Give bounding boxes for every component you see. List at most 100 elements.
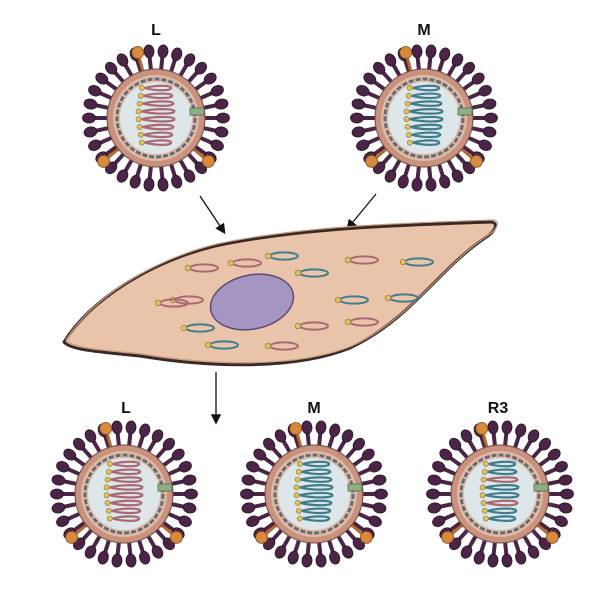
spike-stalk (468, 125, 487, 133)
spike-head (527, 429, 540, 443)
spike-stalk (168, 161, 178, 179)
spike-stalk (512, 537, 522, 555)
virus-label-progeny-l: L (121, 400, 131, 417)
cell-genome-segment (334, 295, 369, 305)
spike-stalk (168, 501, 187, 509)
spike-head (139, 550, 151, 565)
spike-head (182, 502, 197, 514)
virus-layer (50, 44, 574, 568)
spike-stalk (102, 433, 112, 451)
spike-stalk (415, 163, 421, 182)
spike-head (484, 112, 498, 124)
na-head (65, 530, 79, 544)
spike-head (460, 429, 473, 443)
spike-stalk (103, 79, 120, 92)
spike-head (351, 98, 366, 110)
genome-segment (488, 460, 517, 468)
spike-head (341, 545, 354, 559)
spike-stalk (159, 163, 165, 182)
spike-stalk (103, 144, 120, 157)
spike-head (411, 177, 423, 192)
spike-head (449, 437, 462, 451)
spike-head (116, 169, 129, 183)
spike-head (241, 474, 256, 486)
spike-head (363, 72, 377, 85)
genome-segment (110, 476, 143, 483)
na-head (255, 530, 269, 544)
genome-segment (486, 476, 519, 483)
spike-head (56, 461, 70, 473)
polymerase-complex (136, 100, 143, 107)
spike-head (372, 474, 387, 486)
spike-head (432, 461, 446, 473)
spike-head (356, 139, 370, 151)
spike-stalk (336, 533, 347, 550)
matrix-layer (273, 453, 355, 535)
polymerase-complex (136, 124, 143, 130)
spike-head (88, 139, 102, 151)
spike-stalk (437, 479, 456, 487)
spike-stalk (437, 501, 456, 509)
polymerase-complex (103, 492, 110, 499)
spike-head (439, 47, 451, 62)
cell-genome-segment (264, 251, 299, 261)
spike-head (194, 61, 207, 75)
spike-stalk (361, 125, 380, 133)
virion-progeny-l (50, 420, 198, 568)
spike-head (83, 98, 98, 110)
genome-segment (142, 123, 175, 131)
genome-segment (411, 131, 442, 139)
cell-genome-segment (344, 317, 379, 327)
spike-head (373, 61, 386, 75)
spike-stalk (65, 511, 83, 522)
spike-stalk (541, 511, 559, 522)
spike-stalk (261, 455, 278, 468)
spike-head (241, 502, 256, 514)
spike-head (501, 420, 513, 435)
spike-stalk (61, 479, 80, 487)
spike-stalk (186, 151, 200, 167)
spike-head (63, 448, 77, 461)
spike-head (538, 437, 551, 451)
spike-head (51, 502, 66, 514)
na-head (359, 530, 373, 544)
spike-stalk (365, 135, 383, 146)
spike-stalk (112, 151, 126, 167)
spike-head (301, 420, 313, 435)
spike-head (274, 429, 287, 443)
spike-stalk (165, 511, 183, 522)
spike-stalk (544, 501, 563, 509)
spike-head (143, 44, 155, 59)
polymerase-complex (405, 131, 412, 138)
spike-head (425, 44, 437, 59)
polymerase-complex (294, 269, 302, 277)
na-head (131, 46, 145, 59)
genome-segment (300, 476, 333, 483)
spike-stalk (478, 537, 488, 555)
polymerase-complex (296, 461, 303, 467)
virion-progeny-r3 (426, 420, 574, 568)
spike-head (95, 72, 109, 85)
spike-stalk (460, 144, 477, 157)
cell-genome-segment (180, 323, 215, 333)
cell-genome-segment (399, 257, 434, 267)
spike-stalk (503, 539, 509, 558)
spike-head (143, 177, 155, 192)
spike-head (97, 550, 109, 565)
spike-stalk (178, 157, 189, 174)
spike-stalk (544, 479, 563, 487)
genome-segment (410, 100, 443, 107)
cell-genome-segment (204, 340, 239, 350)
na-head (289, 422, 303, 435)
spike-head (554, 515, 568, 527)
genome-segment (141, 115, 176, 123)
spike-head (439, 448, 453, 461)
spike-stalk (112, 69, 126, 85)
spike-stalk (123, 157, 134, 174)
spike-stalk (427, 163, 433, 182)
genome-segment (302, 515, 331, 522)
genome-segment (409, 108, 444, 115)
spike-stalk (402, 161, 412, 179)
spike-head (427, 502, 442, 514)
polymerase-complex (384, 294, 392, 302)
